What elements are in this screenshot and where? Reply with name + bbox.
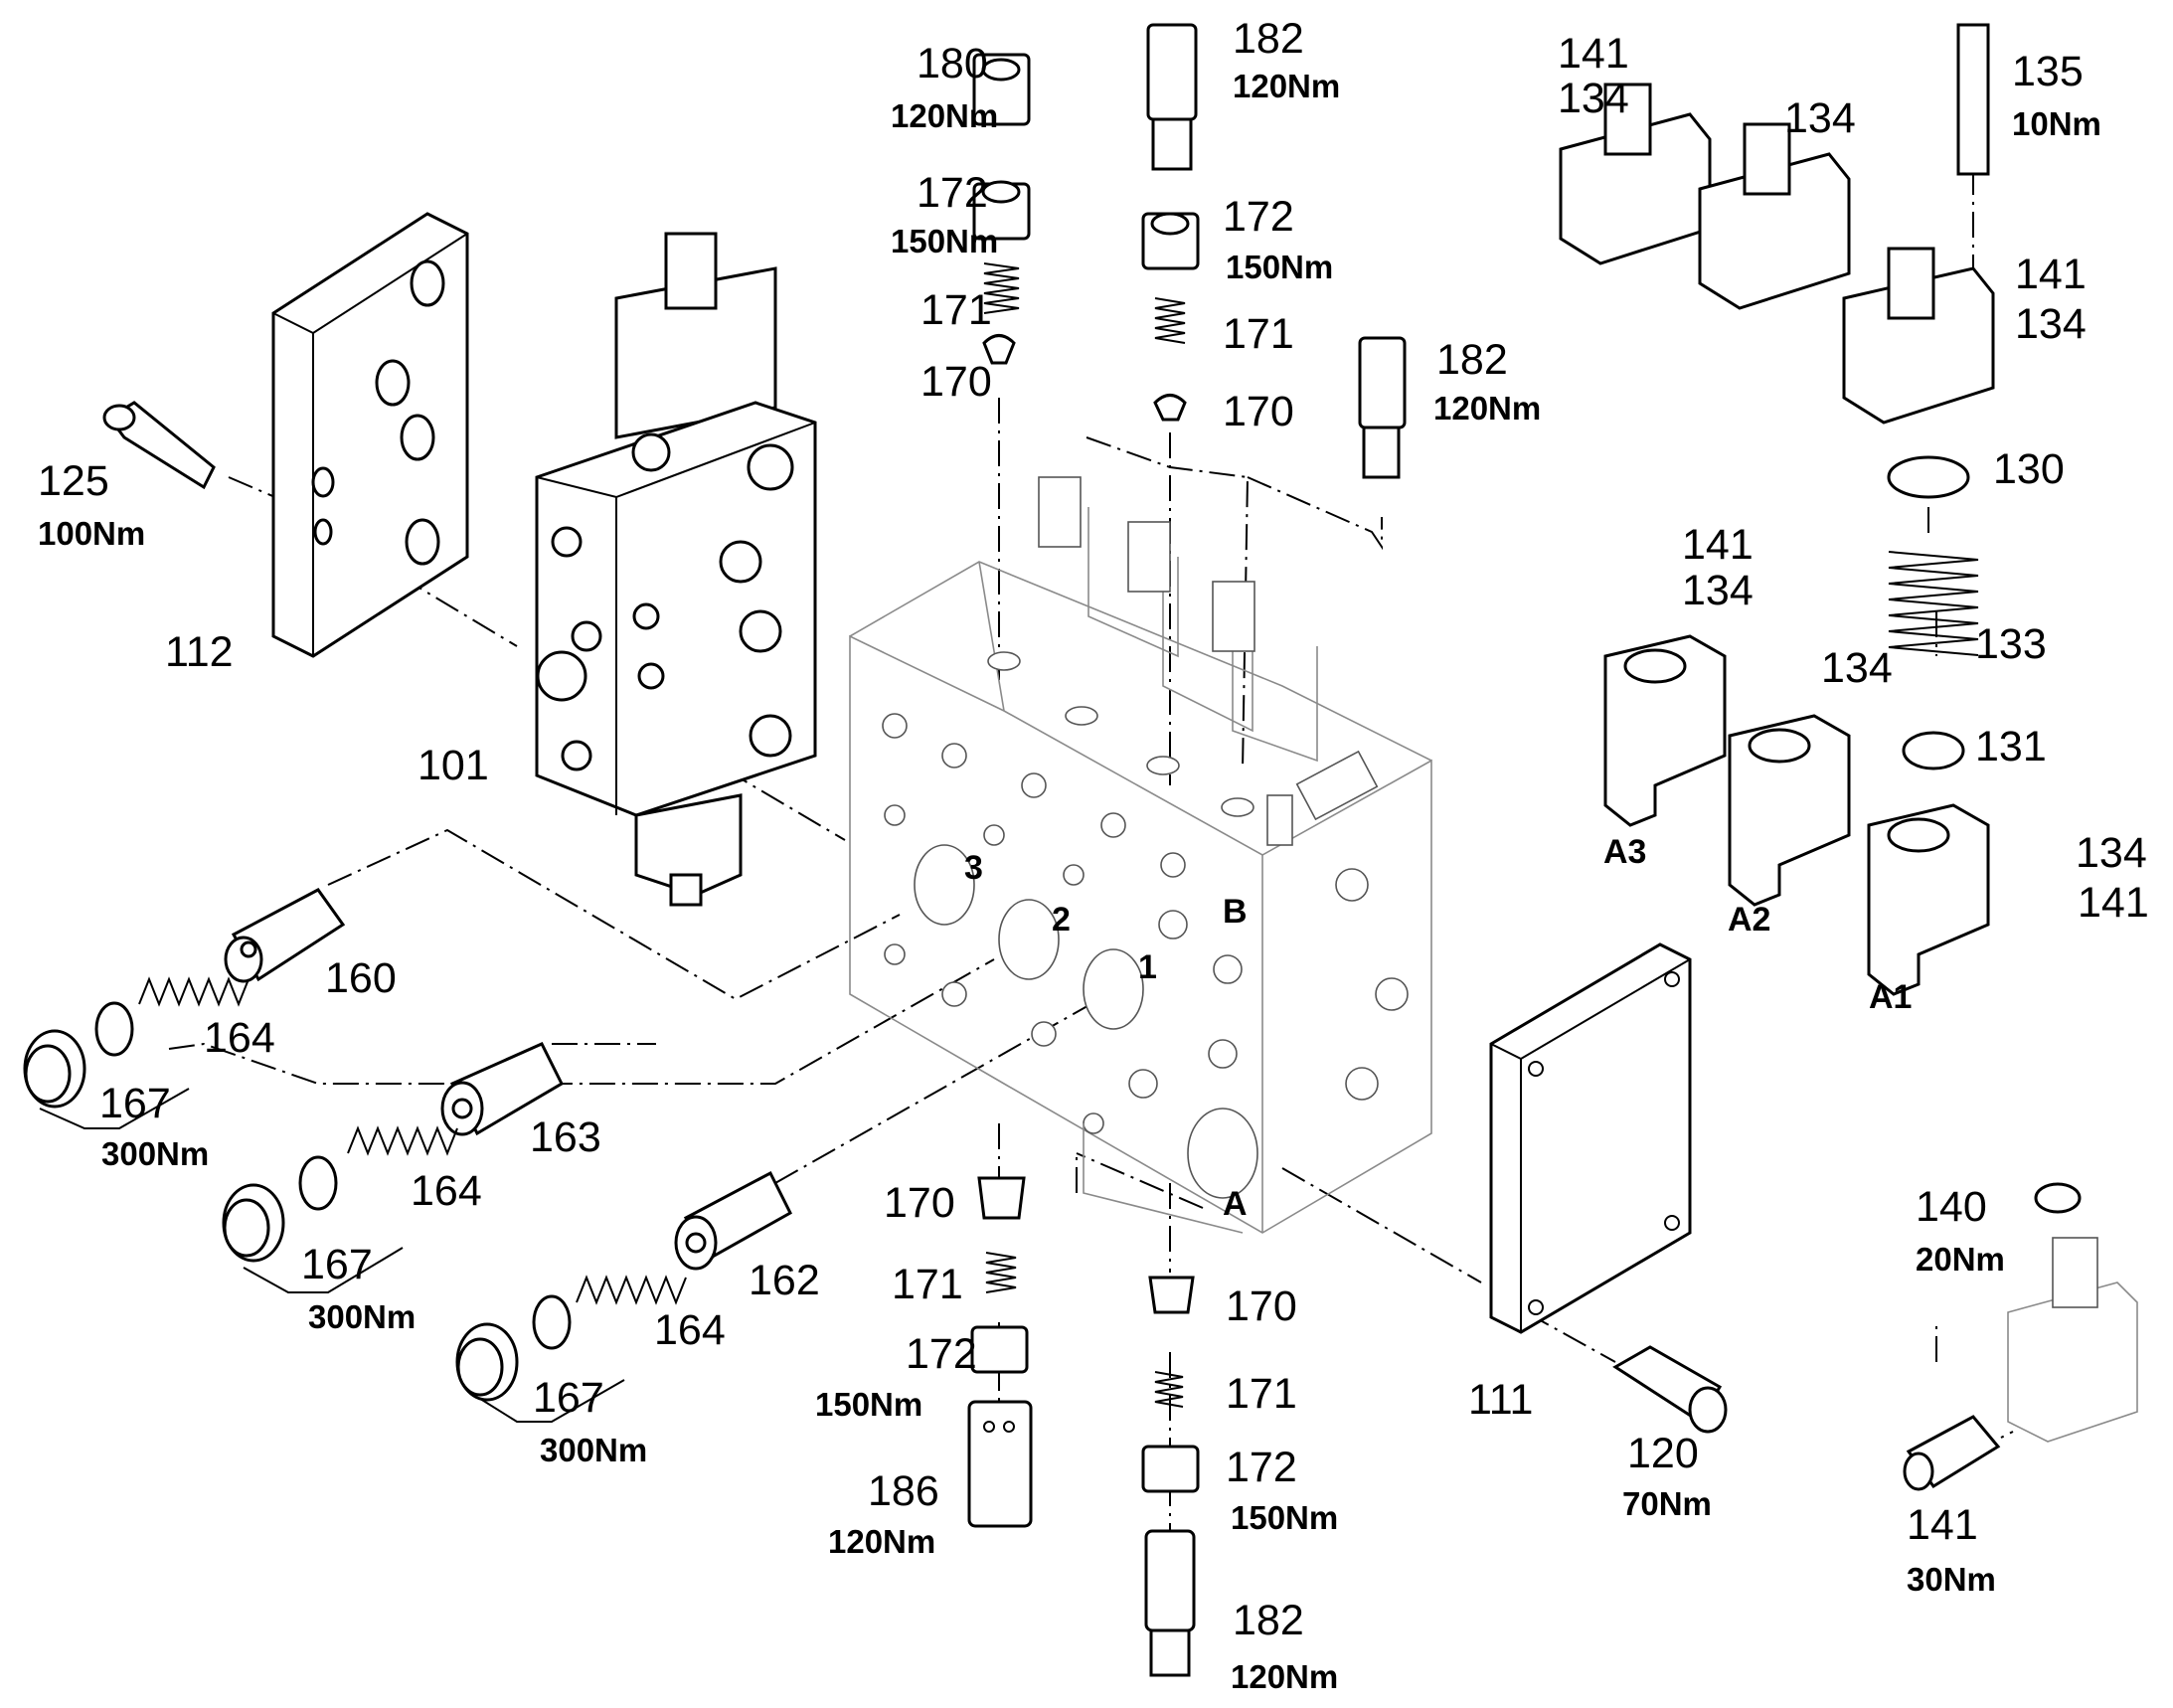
part-number-l141b: 141 — [2015, 251, 2087, 298]
part-number-l182c: 182 — [1233, 1597, 1304, 1644]
solenoid-body-a3 — [1603, 634, 1727, 827]
torque-label-t125: 100Nm — [38, 515, 145, 552]
part-number-l140: 140 — [1916, 1183, 1987, 1231]
torque-label-t167a: 300Nm — [101, 1135, 209, 1172]
part-number-l171c: 171 — [892, 1261, 963, 1308]
part-number-l120: 120 — [1627, 1430, 1699, 1477]
torque-label-t180: 120Nm — [891, 97, 998, 134]
part-number-l164a: 164 — [204, 1014, 275, 1062]
port-label-lp2: 2 — [1052, 901, 1071, 939]
spool-163 — [440, 1042, 564, 1136]
valve-section-101 — [535, 232, 817, 907]
bolt-120 — [1612, 1345, 1728, 1434]
torque-label-t135: 10Nm — [2012, 105, 2101, 142]
torque-label-t140: 20Nm — [1916, 1241, 2005, 1278]
port-label-lA3: A3 — [1603, 833, 1646, 871]
cartridge-stack-top-left — [972, 53, 1031, 365]
cartridge-stack-bottom-left — [967, 1176, 1033, 1528]
part-number-l171a: 171 — [920, 286, 992, 334]
part-number-l172a: 172 — [917, 169, 988, 217]
part-number-l133: 133 — [1975, 620, 2047, 668]
end-plate-111 — [1489, 942, 1692, 1334]
solenoid-assembly-140 — [1903, 1182, 2138, 1491]
part-number-l135: 135 — [2012, 48, 2084, 95]
part-number-l164c: 164 — [654, 1306, 726, 1354]
part-number-l141a: 141 — [1558, 30, 1629, 78]
torque-label-t141e: 30Nm — [1907, 1561, 1996, 1598]
part-number-l170a: 170 — [920, 358, 992, 406]
cartridge-stack-top-mid — [1141, 23, 1200, 422]
part-number-l172b: 172 — [1223, 193, 1294, 241]
torque-label-t172c: 150Nm — [815, 1386, 922, 1423]
torque-label-t167b: 300Nm — [308, 1298, 416, 1335]
o-rings — [94, 1001, 572, 1350]
port-label-lA1: A1 — [1869, 978, 1912, 1016]
torque-label-t167c: 300Nm — [540, 1432, 647, 1468]
part-number-l170d: 170 — [1226, 1282, 1297, 1330]
main-valve-block — [849, 476, 1432, 1234]
part-number-l125: 125 — [38, 457, 109, 505]
part-number-l170c: 170 — [884, 1179, 955, 1227]
part-number-l134c: 134 — [2015, 300, 2087, 348]
part-number-l180: 180 — [917, 40, 988, 87]
torque-label-t182b: 120Nm — [1433, 390, 1541, 427]
torque-label-t172a: 150Nm — [891, 223, 998, 259]
solenoid-body-a2 — [1728, 714, 1851, 907]
torque-label-t172d: 150Nm — [1231, 1499, 1338, 1536]
part-number-l141e: 141 — [1907, 1501, 1978, 1549]
part-number-l134a: 134 — [1558, 75, 1629, 122]
part-number-l134f: 134 — [2076, 829, 2147, 877]
part-labels: 180120Nm182120Nm172150Nm171170172150Nm17… — [38, 15, 2149, 1695]
part-number-l141c: 141 — [1682, 521, 1754, 569]
part-number-l130: 130 — [1993, 445, 2065, 493]
port-label-lp3: 3 — [964, 849, 983, 887]
torque-label-t182a: 120Nm — [1233, 68, 1340, 104]
port-label-lB: B — [1223, 893, 1248, 931]
part-number-l101: 101 — [418, 742, 489, 789]
port-label-lA: A — [1223, 1185, 1248, 1223]
part-number-l167c: 167 — [533, 1374, 604, 1422]
springs-164 — [138, 976, 687, 1305]
part-number-l167a: 167 — [99, 1080, 171, 1127]
part-number-l134d: 134 — [1682, 567, 1754, 614]
torque-label-t172b: 150Nm — [1226, 249, 1333, 285]
spring-133 — [1888, 551, 1979, 770]
cover-plate-112 — [271, 212, 469, 658]
plugs-167 — [23, 1029, 519, 1402]
port-label-lA2: A2 — [1728, 901, 1770, 939]
part-number-l134e: 134 — [1821, 644, 1893, 692]
part-number-l164b: 164 — [411, 1167, 482, 1215]
part-number-l112: 112 — [165, 628, 234, 676]
part-number-l171b: 171 — [1223, 310, 1294, 358]
part-number-l170b: 170 — [1223, 388, 1294, 435]
part-number-l131: 131 — [1975, 723, 2047, 770]
part-number-l167b: 167 — [301, 1241, 373, 1288]
cartridge-stack-bottom-mid — [1141, 1276, 1200, 1677]
leader-brackets — [39, 1088, 625, 1423]
part-number-l172c: 172 — [906, 1330, 977, 1378]
part-number-l172d: 172 — [1226, 1444, 1297, 1491]
torque-label-t186: 120Nm — [828, 1523, 935, 1560]
spool-160 — [224, 888, 346, 983]
port-label-lp1: 1 — [1138, 948, 1157, 986]
spool-162 — [674, 1170, 792, 1271]
part-number-l182b: 182 — [1436, 336, 1508, 384]
part-number-l162: 162 — [749, 1257, 820, 1304]
part-number-l111: 111 — [1468, 1376, 1533, 1424]
bolt-125 — [102, 401, 216, 490]
part-number-l171d: 171 — [1226, 1370, 1297, 1418]
part-number-l134b: 134 — [1784, 94, 1856, 142]
part-number-l160: 160 — [325, 954, 397, 1002]
part-number-l163: 163 — [530, 1113, 601, 1161]
solenoid-heads — [1559, 23, 1995, 499]
part-number-l182a: 182 — [1233, 15, 1304, 63]
torque-label-t120: 70Nm — [1622, 1485, 1712, 1522]
torque-label-t182c: 120Nm — [1231, 1658, 1338, 1695]
part-number-l141d: 141 — [2078, 879, 2149, 927]
part-number-l186: 186 — [868, 1467, 939, 1515]
solenoid-body-a1 — [1867, 803, 1990, 996]
relief-valve-182 — [1358, 336, 1407, 479]
